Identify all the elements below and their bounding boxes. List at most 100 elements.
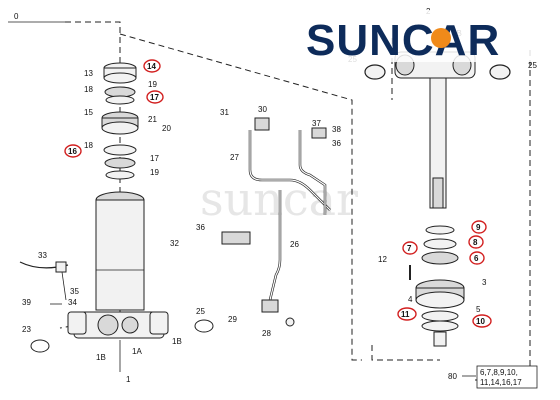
part-32-bracket xyxy=(221,231,251,245)
callout-36b: 36 xyxy=(196,223,205,232)
part-6-seal xyxy=(421,251,459,265)
callout-6: 6 xyxy=(474,254,479,263)
part-18-ring-lower xyxy=(105,170,135,180)
piston-rod-assembly xyxy=(364,51,511,209)
part-8-seal xyxy=(423,238,457,250)
callout-0: 0 xyxy=(14,12,19,21)
part-3-piston-bottom xyxy=(415,291,465,309)
part-26-tube-inner xyxy=(269,190,281,301)
callout-80: 80 xyxy=(448,372,457,381)
callout-32: 32 xyxy=(170,239,179,248)
callout-39: 39 xyxy=(22,298,31,307)
part-25-o-ring-right xyxy=(489,64,511,80)
part-37-tube-inner xyxy=(299,130,326,215)
seal-kit-line-1: 6,7,8,9,10, xyxy=(480,368,518,377)
highlight-10 xyxy=(472,314,492,328)
rod-seal-stack xyxy=(409,225,465,347)
callout-1: 1 xyxy=(126,375,131,384)
callout-19a: 19 xyxy=(148,80,157,89)
bracket-assembly xyxy=(19,261,69,305)
callout-15: 15 xyxy=(84,108,93,117)
callout-5: 5 xyxy=(476,305,481,314)
part-1b-bushing-right xyxy=(149,311,169,335)
highlight-17 xyxy=(146,90,164,104)
callout-37: 37 xyxy=(312,119,321,128)
part-34-bolt xyxy=(61,271,67,301)
part-17-ring xyxy=(104,157,136,169)
part-33-block xyxy=(55,261,67,273)
highlight-9 xyxy=(471,220,487,234)
callout-33: 33 xyxy=(38,251,47,260)
callout-27: 27 xyxy=(230,153,239,162)
part-5-wear-ring xyxy=(421,310,459,322)
barrel-body xyxy=(95,199,145,311)
assembly-boundary-bottom xyxy=(371,345,440,361)
seal-kit-box xyxy=(476,365,538,389)
callout-8: 8 xyxy=(473,238,478,247)
assembly-boundary-top xyxy=(119,33,362,361)
part-10-seal xyxy=(421,320,459,332)
callout-10: 10 xyxy=(476,317,485,326)
part-23-o-ring-right xyxy=(194,319,214,333)
part-38-clamp xyxy=(311,127,327,139)
callout-4: 4 xyxy=(408,295,413,304)
callout-34: 34 xyxy=(68,298,77,307)
highlight-7 xyxy=(402,241,418,255)
callout-19b: 19 xyxy=(150,168,159,177)
highlight-11 xyxy=(397,307,417,321)
piping-assembly xyxy=(221,117,331,327)
part-25-o-ring xyxy=(364,64,386,80)
callout-17b: 17 xyxy=(150,154,159,163)
part-23-o-ring xyxy=(30,339,50,353)
highlight-14 xyxy=(143,59,161,73)
callout-11: 11 xyxy=(401,310,410,319)
rod-thread xyxy=(432,177,444,209)
highlight-16 xyxy=(64,144,82,158)
callout-23: 23 xyxy=(22,325,31,334)
callout-16: 16 xyxy=(68,147,77,156)
logo-text: SUNCAR xyxy=(306,16,500,65)
base-port-left xyxy=(97,314,119,336)
part-19-ring xyxy=(105,95,135,105)
upper-bushing-stack xyxy=(101,62,139,180)
part-13-bottom xyxy=(103,72,137,84)
callout-9: 9 xyxy=(476,223,481,232)
callout-14: 14 xyxy=(147,62,156,71)
part-30-clamp xyxy=(254,117,270,131)
part-29-clamp xyxy=(261,299,279,313)
callout-25a: 25 xyxy=(196,307,205,316)
part-16-seal xyxy=(103,144,137,156)
callout-7: 7 xyxy=(407,244,412,253)
callout-29: 29 xyxy=(228,315,237,324)
seal-kit-line-2: 11,14,16,17 xyxy=(480,378,522,387)
part-1b-bushing-left xyxy=(67,311,87,335)
callout-1a: 1A xyxy=(132,347,142,356)
callout-30: 30 xyxy=(258,105,267,114)
part-28-fitting xyxy=(285,317,295,327)
callout-21: 21 xyxy=(148,115,157,124)
assembly-boundary-right xyxy=(475,50,531,381)
callout-17a: 17 xyxy=(150,93,159,102)
cylinder-barrel xyxy=(30,191,214,372)
suncar-logo: SUNCAR xyxy=(300,10,550,65)
callout-13: 13 xyxy=(84,69,93,78)
part-9-ring xyxy=(425,225,455,235)
callout-36a: 36 xyxy=(332,139,341,148)
callout-1b-left: 1B xyxy=(96,353,106,362)
part-15-piston-bottom xyxy=(101,121,139,135)
highlight-8 xyxy=(468,235,484,249)
callout-20: 20 xyxy=(162,124,171,133)
logo-sun-icon xyxy=(431,28,451,48)
callout-26: 26 xyxy=(290,240,299,249)
callout-1b-right: 1B xyxy=(172,337,182,346)
part-27-tube-inner xyxy=(249,130,331,211)
callout-12: 12 xyxy=(378,255,387,264)
callout-28: 28 xyxy=(262,329,271,338)
callout-18a: 18 xyxy=(84,85,93,94)
base-port-right xyxy=(121,316,139,334)
callout-38: 38 xyxy=(332,125,341,134)
part-4-nut xyxy=(433,331,447,347)
callout-35: 35 xyxy=(70,287,79,296)
logo-backdrop xyxy=(300,10,550,62)
